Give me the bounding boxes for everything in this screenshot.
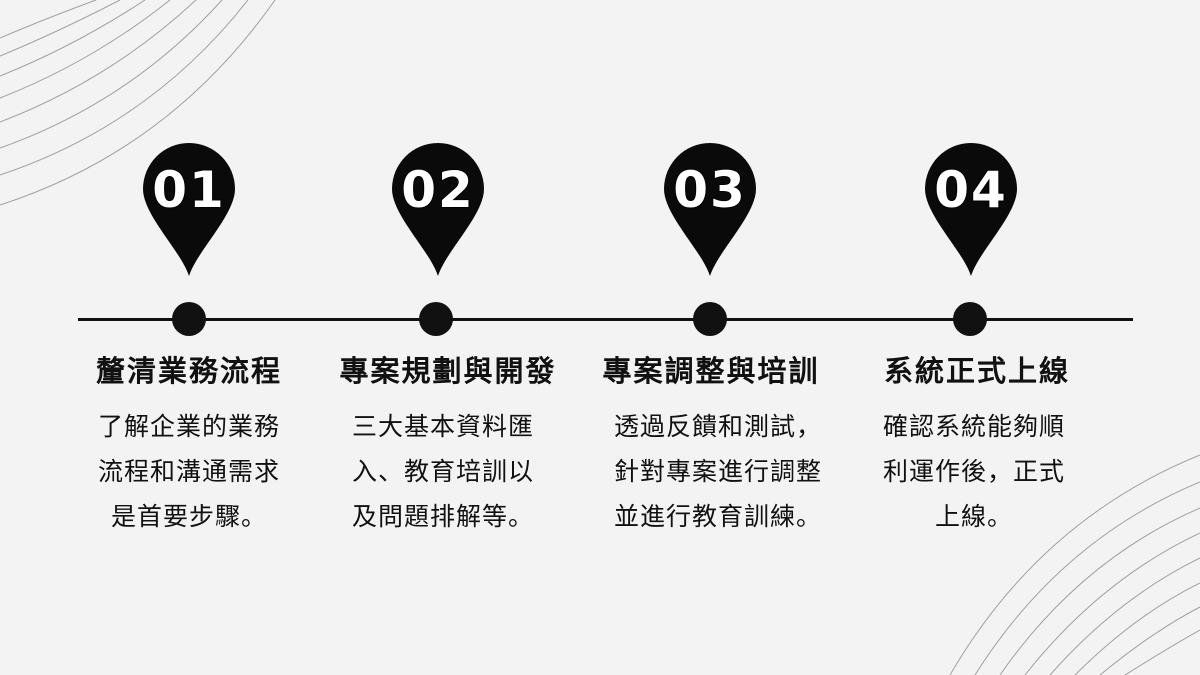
map-pin-icon [143, 143, 235, 276]
timeline-dot [693, 302, 727, 336]
timeline-dot [419, 302, 453, 336]
timeline-step-1: 01 釐清業務流程 了解企業的業務 流程和溝通需求 是首要步驟。 [59, 0, 319, 675]
bottom-right-arcs [949, 454, 1200, 675]
timeline-step-2: 02 專案規劃與開發 三大基本資料匯 入、教育培訓以 及問題排解等。 [318, 0, 578, 675]
step-description: 三大基本資料匯 入、教育培訓以 及問題排解等。 [313, 404, 573, 539]
step-title: 釐清業務流程 [95, 354, 282, 388]
description-line: 並進行教育訓練。 [613, 502, 822, 531]
description-line: 及問題排解等。 [351, 502, 534, 531]
timeline-dot [172, 302, 206, 336]
description-line: 入、教育培訓以 [351, 457, 534, 486]
description-line: 利運作後，正式 [882, 457, 1065, 486]
map-pin-icon [392, 143, 484, 276]
step-number: 04 [933, 160, 1008, 220]
description-line: 針對專案進行調整 [613, 457, 822, 486]
step-title: 專案規劃與開發 [339, 354, 557, 388]
step-number: 01 [151, 160, 226, 220]
description-line: 三大基本資料匯 [351, 412, 534, 441]
step-number: 03 [672, 160, 747, 220]
step-title: 專案調整與培訓 [602, 354, 820, 388]
step-description: 確認系統能夠順 利運作後，正式 上線。 [844, 404, 1104, 539]
step-description: 透過反饋和測試， 針對專案進行調整 並進行教育訓練。 [588, 404, 848, 539]
map-pin-icon [664, 143, 756, 276]
description-line: 是首要步驟。 [110, 502, 267, 531]
description-line: 流程和溝通需求 [97, 457, 280, 486]
description-line: 透過反饋和測試， [613, 412, 822, 441]
timeline-step-3: 03 專案調整與培訓 透過反饋和測試， 針對專案進行調整 並進行教育訓練。 [581, 0, 841, 675]
map-pin-icon [925, 143, 1017, 276]
description-line: 確認系統能夠順 [882, 412, 1065, 441]
timeline-dot [953, 302, 987, 336]
timeline-step-4: 04 系統正式上線 確認系統能夠順 利運作後，正式 上線。 [847, 0, 1107, 675]
description-line: 了解企業的業務 [97, 412, 280, 441]
step-description: 了解企業的業務 流程和溝通需求 是首要步驟。 [59, 404, 319, 539]
step-title: 系統正式上線 [883, 354, 1070, 388]
step-number: 02 [400, 160, 475, 220]
top-left-arcs [0, 0, 276, 206]
description-line: 上線。 [934, 502, 1013, 531]
timeline-line [78, 318, 1133, 321]
